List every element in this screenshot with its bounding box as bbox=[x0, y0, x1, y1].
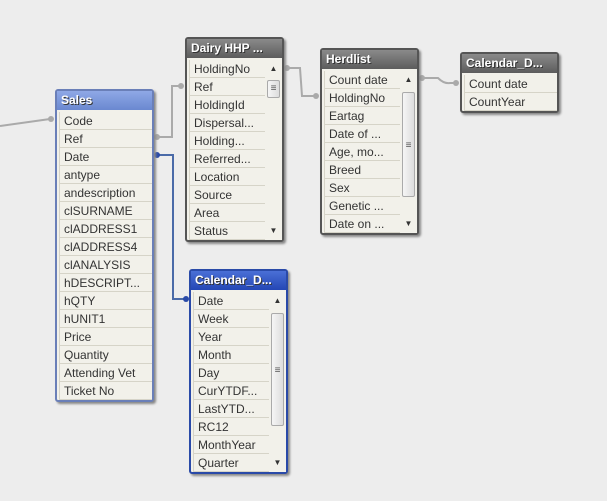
table-title[interactable]: Calendar_D... bbox=[191, 271, 286, 290]
link-dot bbox=[154, 134, 160, 140]
scrollbar[interactable]: ▲ ≡ ▼ bbox=[400, 71, 417, 233]
field-row[interactable]: andescription bbox=[59, 184, 152, 202]
field-row[interactable]: hUNIT1 bbox=[59, 310, 152, 328]
scroll-thumb[interactable]: ≡ bbox=[402, 92, 415, 197]
scrollbar[interactable]: ▲ ≡ ▼ bbox=[265, 60, 282, 240]
table-title[interactable]: Sales bbox=[57, 91, 152, 110]
field-row[interactable]: clADDRESS1 bbox=[59, 220, 152, 238]
scroll-down-icon[interactable]: ▼ bbox=[269, 226, 278, 235]
field-row[interactable]: antype bbox=[59, 166, 152, 184]
table-title[interactable]: Calendar_D... bbox=[462, 54, 557, 73]
field-row[interactable]: LastYTD... bbox=[193, 400, 269, 418]
field-row[interactable]: clADDRESS4 bbox=[59, 238, 152, 256]
field-row[interactable]: RC12 bbox=[193, 418, 269, 436]
field-row[interactable]: Eartag bbox=[324, 107, 400, 125]
field-row[interactable]: CountYear bbox=[464, 93, 557, 111]
field-row[interactable]: Ref bbox=[189, 78, 265, 96]
field-row[interactable]: CurYTDF... bbox=[193, 382, 269, 400]
link-dot bbox=[48, 116, 54, 122]
scroll-up-icon[interactable]: ▲ bbox=[273, 296, 282, 305]
field-row[interactable]: Quarter bbox=[193, 454, 269, 472]
field-row[interactable]: HoldingNo bbox=[324, 89, 400, 107]
field-row[interactable]: Genetic ... bbox=[324, 197, 400, 215]
field-row[interactable]: Source bbox=[189, 186, 265, 204]
scroll-down-icon[interactable]: ▼ bbox=[273, 458, 282, 467]
field-row[interactable]: Price bbox=[59, 328, 152, 346]
field-row[interactable]: Week bbox=[193, 310, 269, 328]
field-row[interactable]: Day bbox=[193, 364, 269, 382]
field-row[interactable]: Sex bbox=[324, 179, 400, 197]
field-row[interactable]: Holding... bbox=[189, 132, 265, 150]
scroll-down-icon[interactable]: ▼ bbox=[404, 219, 413, 228]
field-row[interactable]: Status bbox=[189, 222, 265, 240]
field-row[interactable]: Date bbox=[193, 292, 269, 310]
field-row[interactable]: Ref bbox=[59, 130, 152, 148]
field-row[interactable]: MonthYear bbox=[193, 436, 269, 454]
field-row[interactable]: HoldingId bbox=[189, 96, 265, 114]
field-row[interactable]: Breed bbox=[324, 161, 400, 179]
link-dot bbox=[284, 65, 290, 71]
link-dot bbox=[183, 296, 189, 302]
field-row[interactable]: Date of ... bbox=[324, 125, 400, 143]
scroll-up-icon[interactable]: ▲ bbox=[269, 64, 278, 73]
link-countdate bbox=[422, 77, 456, 85]
field-row[interactable]: Year bbox=[193, 328, 269, 346]
field-row[interactable]: Dispersal... bbox=[189, 114, 265, 132]
field-row[interactable]: Month bbox=[193, 346, 269, 364]
field-row[interactable]: Date on ... bbox=[324, 215, 400, 233]
field-row[interactable]: hDESCRIPT... bbox=[59, 274, 152, 292]
field-row[interactable]: Area bbox=[189, 204, 265, 222]
field-row[interactable]: Date bbox=[59, 148, 152, 166]
link-dot bbox=[453, 80, 459, 86]
field-row[interactable]: Count date bbox=[324, 71, 400, 89]
field-row[interactable]: clSURNAME bbox=[59, 202, 152, 220]
field-row[interactable]: Code bbox=[59, 112, 152, 130]
link-dot bbox=[178, 83, 184, 89]
field-row[interactable]: clANALYSIS bbox=[59, 256, 152, 274]
scrollbar[interactable]: ▲ ≡ ▼ bbox=[269, 292, 286, 472]
field-row[interactable]: Location bbox=[189, 168, 265, 186]
link-date bbox=[157, 154, 188, 300]
field-row[interactable]: hQTY bbox=[59, 292, 152, 310]
link-ref bbox=[157, 85, 181, 138]
field-row[interactable]: Count date bbox=[464, 75, 557, 93]
link-dot bbox=[419, 75, 425, 81]
table-title[interactable]: Herdlist bbox=[322, 50, 417, 69]
table-title[interactable]: Dairy HHP ... bbox=[187, 39, 282, 58]
link-dot bbox=[313, 93, 319, 99]
field-row[interactable]: HoldingNo bbox=[189, 60, 265, 78]
scroll-up-icon[interactable]: ▲ bbox=[404, 75, 413, 84]
scroll-thumb[interactable]: ≡ bbox=[267, 80, 280, 98]
field-row[interactable]: Quantity bbox=[59, 346, 152, 364]
field-row[interactable]: Age, mo... bbox=[324, 143, 400, 161]
field-row[interactable]: Attending Vet bbox=[59, 364, 152, 382]
link-holdingno bbox=[287, 67, 316, 97]
link-code bbox=[0, 118, 51, 127]
link-dot bbox=[154, 152, 160, 158]
scroll-thumb[interactable]: ≡ bbox=[271, 313, 284, 426]
field-row[interactable]: Ticket No bbox=[59, 382, 152, 400]
field-row[interactable]: Referred... bbox=[189, 150, 265, 168]
